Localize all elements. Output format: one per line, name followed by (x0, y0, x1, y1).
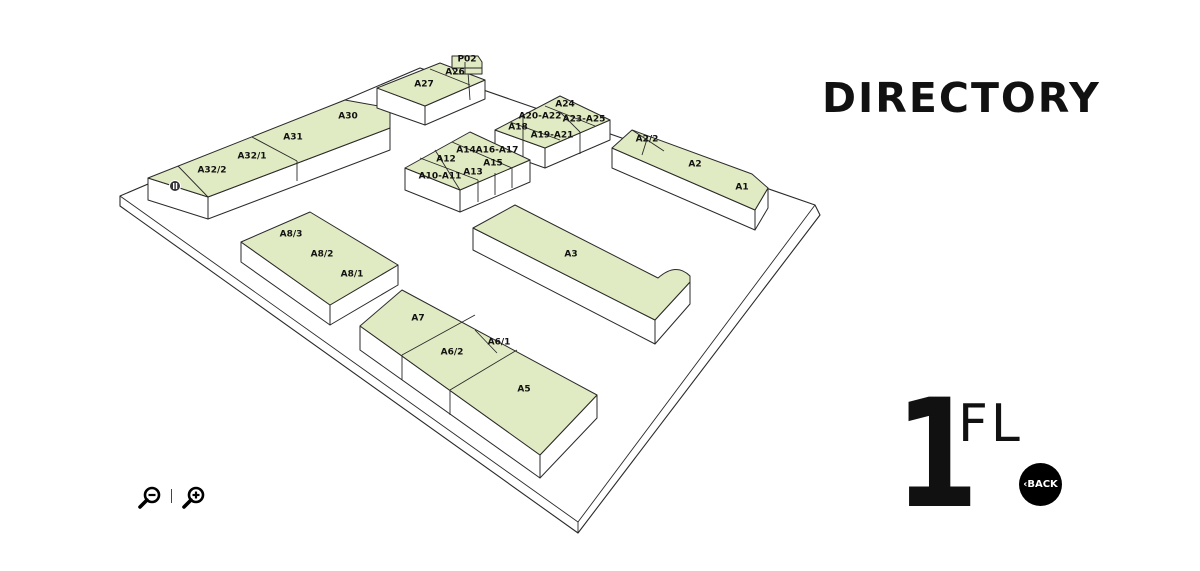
unit-label-a14[interactable]: A14 (456, 146, 476, 156)
unit-label-a32-2[interactable]: A32/2 (197, 166, 226, 176)
zoom-divider (171, 489, 172, 503)
floor-number: 1 (895, 368, 979, 542)
zoom-out-icon (138, 486, 161, 509)
block-a27[interactable] (376, 55, 486, 126)
unit-label-a16-a17[interactable]: A16-A17 (476, 146, 519, 156)
unit-label-a31[interactable]: A31 (283, 133, 303, 143)
unit-label-a10-a11[interactable]: A10-A11 (419, 172, 462, 182)
back-button[interactable]: ‹BACK (1019, 463, 1062, 506)
unit-label-a2[interactable]: A2 (688, 160, 701, 170)
unit-label-a6-1[interactable]: A6/1 (488, 338, 511, 348)
info-icon[interactable] (169, 180, 181, 192)
back-label-wrap: ‹BACK (1023, 479, 1058, 490)
unit-label-a23-a25[interactable]: A23-A25 (563, 115, 606, 125)
chevron-left-icon: ‹ (1023, 479, 1028, 490)
unit-label-a20-a22[interactable]: A20-A22 (519, 112, 562, 122)
unit-label-a19-a21[interactable]: A19-A21 (531, 131, 574, 141)
unit-label-a15[interactable]: A15 (483, 159, 503, 169)
unit-label-a13[interactable]: A13 (463, 168, 483, 178)
unit-label-a6-2[interactable]: A6/2 (441, 348, 464, 358)
unit-label-a2-2[interactable]: A2/2 (636, 135, 659, 145)
unit-label-p02[interactable]: P02 (457, 55, 476, 65)
unit-label-a1[interactable]: A1 (735, 183, 748, 193)
back-label: BACK (1027, 479, 1058, 490)
block-a10-a17[interactable] (404, 131, 531, 213)
unit-label-a12[interactable]: A12 (436, 155, 456, 165)
page-title: DIRECTORY (822, 74, 1101, 122)
unit-label-a5[interactable]: A5 (517, 385, 530, 395)
unit-label-a32-1[interactable]: A32/1 (237, 152, 266, 162)
unit-label-a8-3[interactable]: A8/3 (280, 230, 303, 240)
unit-label-a24[interactable]: A24 (555, 100, 575, 110)
block-a3[interactable] (472, 204, 691, 345)
block-a30-a32[interactable] (147, 99, 391, 220)
unit-label-a7[interactable]: A7 (411, 314, 424, 324)
unit-label-a18[interactable]: A18 (508, 123, 528, 133)
block-a1-a2[interactable] (611, 129, 769, 231)
unit-label-a3[interactable]: A3 (564, 250, 577, 260)
unit-label-a8-1[interactable]: A8/1 (341, 270, 364, 280)
zoom-in-button[interactable] (180, 484, 208, 512)
block-a8[interactable] (240, 211, 399, 326)
unit-label-a26[interactable]: A26 (445, 68, 465, 78)
floor-unit-label: FL (958, 394, 1023, 454)
zoom-in-icon (182, 486, 205, 509)
zoom-out-button[interactable] (136, 484, 164, 512)
block-a5-a7[interactable] (359, 289, 598, 479)
unit-label-a27[interactable]: A27 (414, 80, 434, 90)
block-a18-a25[interactable] (494, 95, 611, 169)
unit-label-a8-2[interactable]: A8/2 (311, 250, 334, 260)
unit-label-a30[interactable]: A30 (338, 112, 358, 122)
